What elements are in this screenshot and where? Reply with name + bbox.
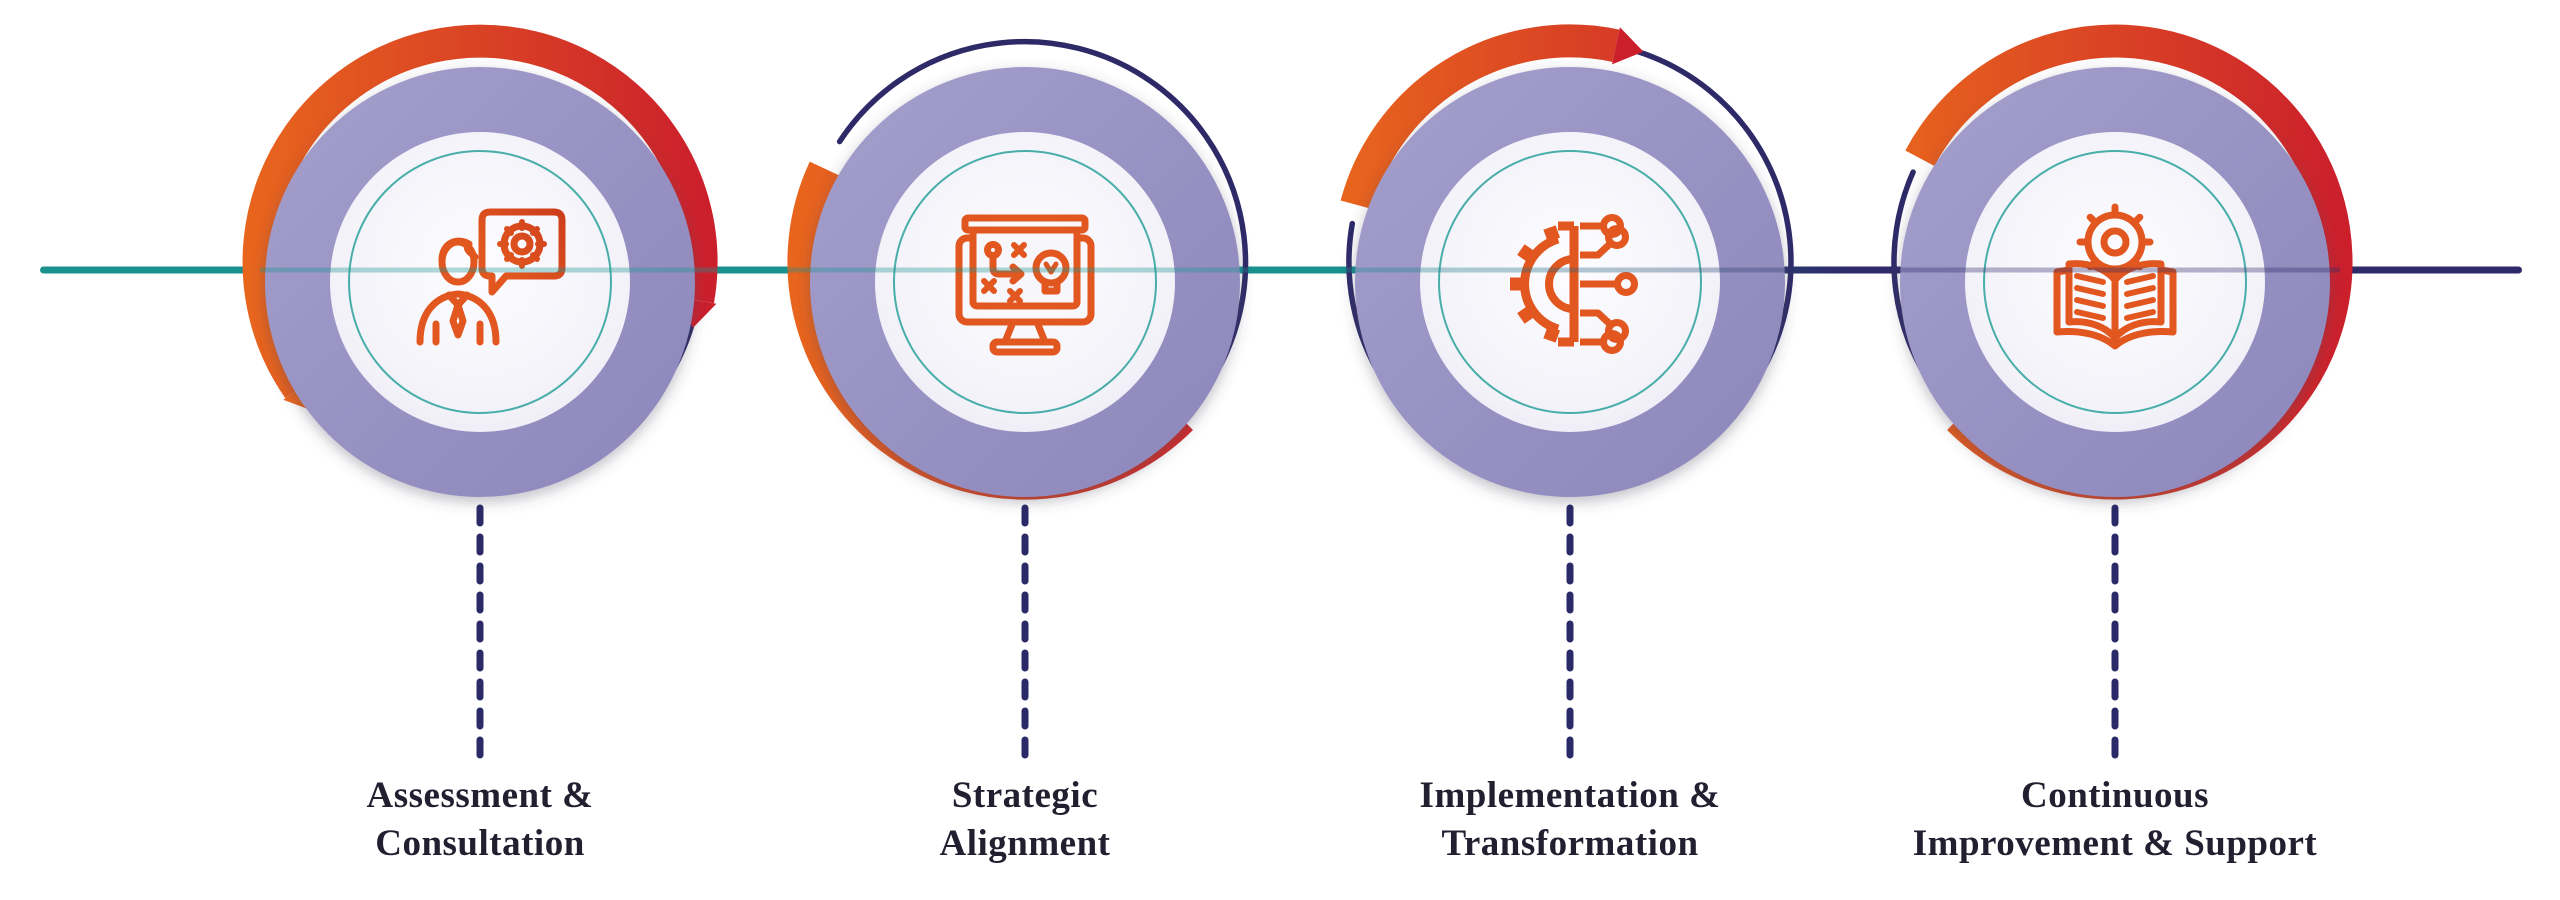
step-1-inner-disc <box>330 132 630 432</box>
step-4-label-line1: Continuous <box>2020 775 2210 816</box>
step-4-lavender-ring <box>1900 67 2330 497</box>
step-3-arrowhead-top <box>1612 27 1644 65</box>
gear-circuit-icon <box>1510 214 1638 354</box>
step-2-lavender-ring <box>810 67 1240 497</box>
step-2-label-line1: Strategic <box>951 775 1099 816</box>
step-1 <box>242 24 718 760</box>
step-2-navy-arc <box>836 38 1249 407</box>
step-1-orange-arc <box>242 24 718 399</box>
step-3 <box>1340 24 1794 760</box>
step-3-label: Implementation & Transformation <box>1290 772 1850 868</box>
step-2-teal-ring <box>893 150 1157 414</box>
step-4 <box>1891 24 2353 760</box>
step-3-label-line1: Implementation & <box>1419 775 1721 816</box>
step-3-teal-ring <box>1438 150 1702 414</box>
step-4-teal-ring <box>1983 150 2247 414</box>
step-2-label: Strategic Alignment <box>745 772 1305 868</box>
strategy-screen-icon <box>955 214 1095 356</box>
step-3-label-line2: Transformation <box>1441 823 1699 864</box>
step-4-label: Continuous Improvement & Support <box>1835 772 2395 868</box>
connector-line-overlay <box>260 267 2340 273</box>
step-1-label: Assessment & Consultation <box>200 772 760 868</box>
step-1-lavender-ring <box>265 67 695 497</box>
step-2 <box>787 38 1249 760</box>
step-2-label-line2: Alignment <box>939 823 1111 864</box>
step-1-label-line1: Assessment & <box>366 775 594 816</box>
step-4-label-line2: Improvement & Support <box>1912 823 2318 864</box>
step-3-orange-arc <box>1340 24 1620 210</box>
step-3-lavender-ring <box>1355 67 1785 497</box>
step-1-teal-ring <box>348 150 612 414</box>
step-1-label-line2: Consultation <box>375 823 585 864</box>
